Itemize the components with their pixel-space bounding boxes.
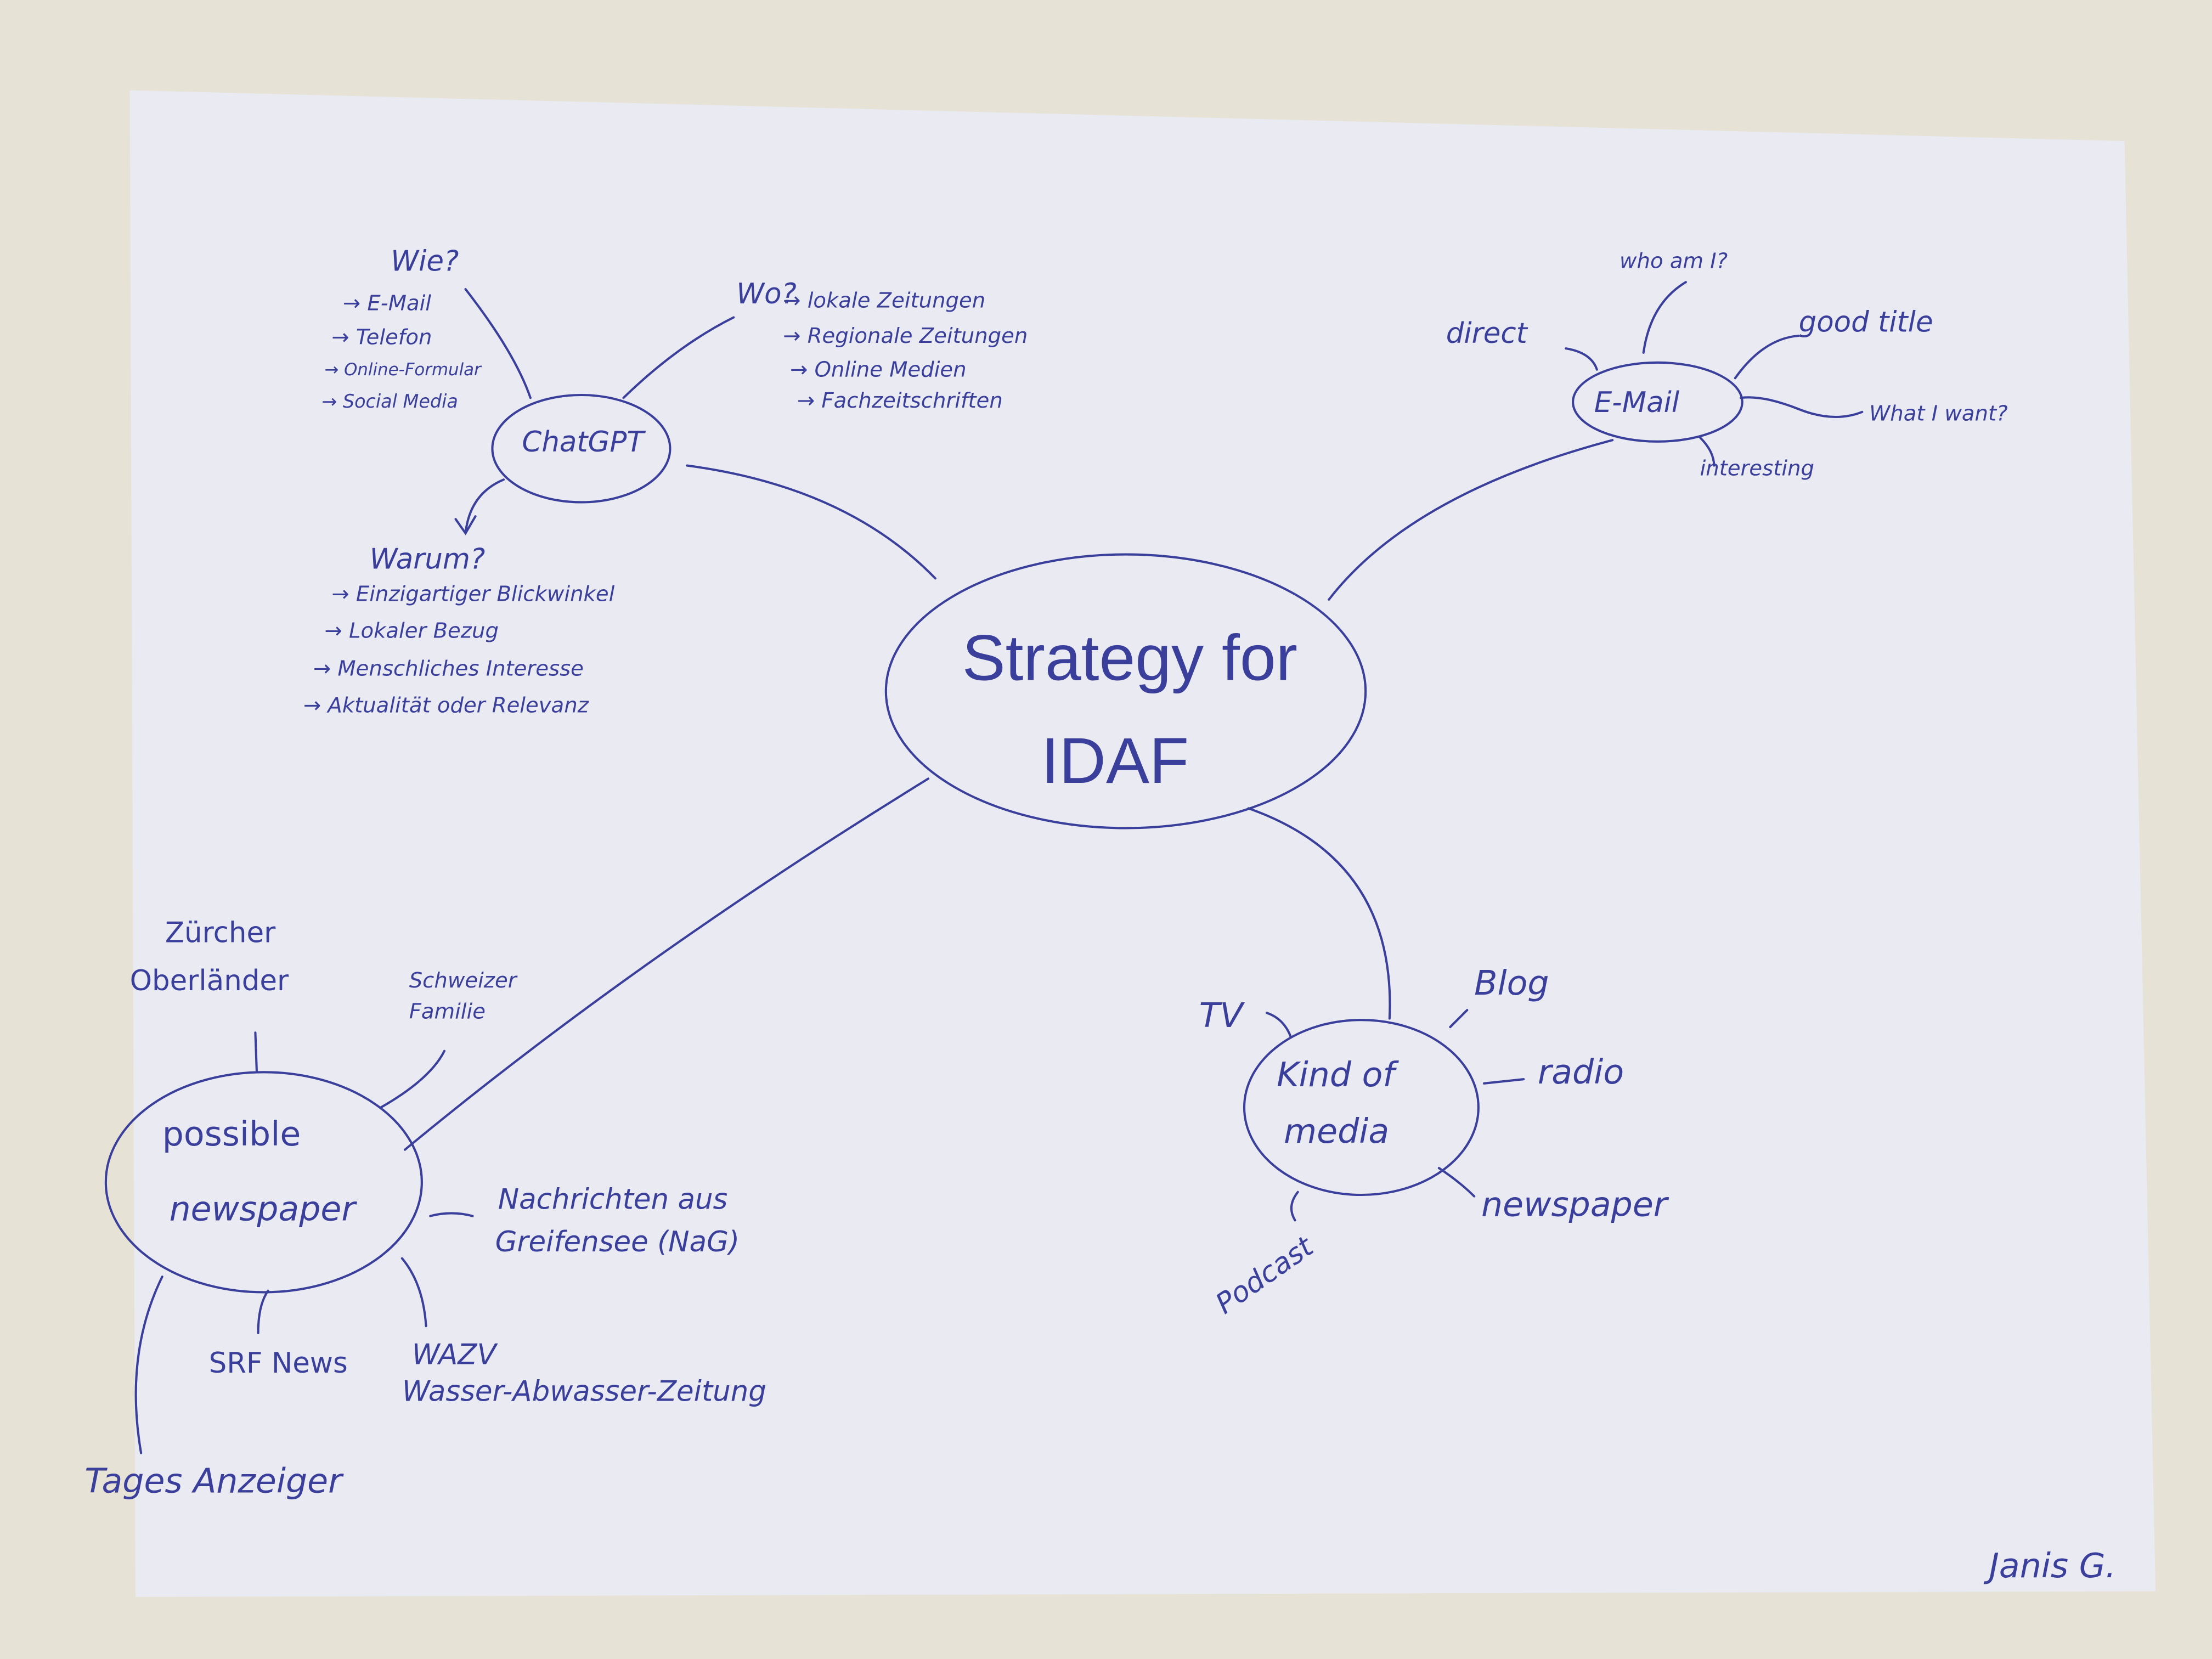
- wo-item: → Fachzeitschriften: [797, 388, 1003, 413]
- email-leaf-direct: direct: [1446, 317, 1528, 350]
- wie-item: → E-Mail: [343, 291, 431, 316]
- leaf-zurcher-line1: Zürcher: [165, 917, 276, 950]
- warum-item: → Einzigartiger Blickwinkel: [331, 582, 614, 606]
- leaf-wazv-line2: Wasser-Abwasser-Zeitung: [402, 1375, 766, 1408]
- central-title-line2: IDAF: [1041, 725, 1189, 797]
- chatgpt-label: ChatGPT: [522, 426, 646, 459]
- warum-item: → Lokaler Bezug: [324, 618, 499, 643]
- warum-title: Warum?: [370, 543, 486, 575]
- leaf-tages-anzeiger: Tages Anzeiger: [84, 1462, 344, 1501]
- warum-item: → Aktualität oder Relevanz: [303, 693, 589, 718]
- leaf-wazv-line1: WAZV: [412, 1339, 499, 1372]
- media-leaf-tv: TV: [1199, 996, 1245, 1035]
- central-node: Strategy for IDAF: [884, 553, 1367, 830]
- leaf-zurcher-line2: Oberländer: [130, 964, 289, 997]
- wie-item: → Telefon: [331, 325, 432, 349]
- wo-item: → lokale Zeitungen: [783, 289, 985, 313]
- leaf-nag-line2: Greifensee (NaG): [495, 1226, 740, 1259]
- email-leaf-interesting: interesting: [1700, 456, 1814, 481]
- newspaper-label-line2: newspaper: [170, 1189, 358, 1228]
- chatgpt-branch: ChatGPT Wie? → E-Mail → Telefon → Online…: [303, 245, 1028, 718]
- media-label-line1: Kind of: [1277, 1055, 1399, 1094]
- wo-item: → Regionale Zeitungen: [783, 324, 1028, 348]
- arrow-down-icon: [454, 478, 505, 535]
- connector-line: [686, 464, 936, 580]
- wo-title: Wo?: [736, 278, 797, 311]
- media-leaf-newspaper: newspaper: [1481, 1185, 1669, 1224]
- leaf-srf: SRF News: [209, 1347, 348, 1380]
- newspaper-branch: possible newspaper Zürcher Oberländer Sc…: [84, 777, 930, 1501]
- signature: Janis G.: [1983, 1546, 2116, 1585]
- newspaper-label-line1: possible: [162, 1114, 301, 1154]
- media-leaf-blog: Blog: [1474, 963, 1549, 1003]
- email-leaf-title: good title: [1799, 306, 1933, 338]
- leaf-nag-line1: Nachrichten aus: [498, 1183, 728, 1216]
- wie-item: → Social Media: [321, 391, 458, 412]
- media-label-line2: media: [1284, 1111, 1389, 1151]
- email-label: E-Mail: [1594, 386, 1680, 419]
- media-leaf-radio: radio: [1538, 1052, 1624, 1092]
- email-branch: E-Mail who am I? direct good title What …: [1328, 249, 2008, 601]
- warum-item: → Menschliches Interesse: [313, 657, 584, 681]
- wie-title: Wie?: [391, 245, 459, 278]
- leaf-schweizer-line1: Schweizer: [409, 968, 518, 993]
- wo-item: → Online Medien: [790, 358, 967, 382]
- email-leaf-who: who am I?: [1620, 249, 1728, 274]
- central-title-line1: Strategy for: [962, 622, 1297, 694]
- leaf-schweizer-line2: Familie: [409, 1000, 486, 1024]
- paper-sheet: [129, 90, 2156, 1597]
- wie-item: → Online-Formular: [324, 360, 482, 380]
- email-leaf-want: What I want?: [1869, 401, 2007, 426]
